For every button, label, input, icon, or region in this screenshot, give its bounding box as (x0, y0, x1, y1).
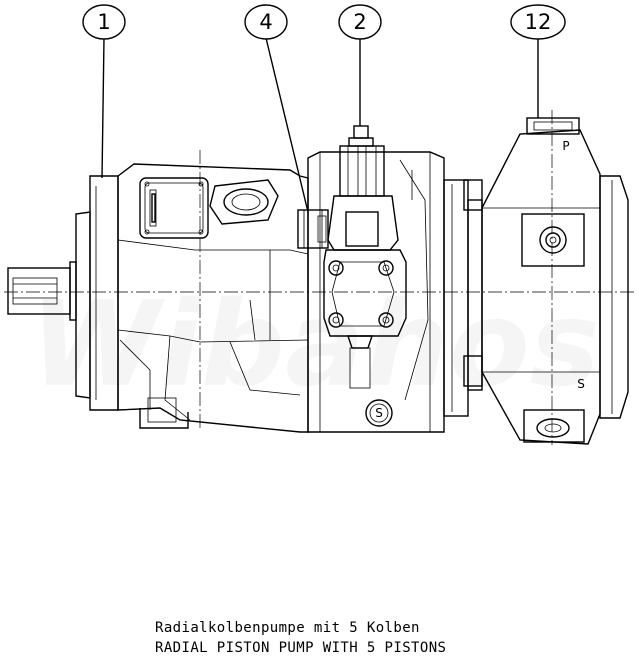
callout-4: 4 (244, 4, 309, 213)
caption-german: Radialkolbenpumpe mit 5 Kolben (155, 620, 420, 636)
pressure-port-label: P (562, 139, 569, 153)
callout-12: 12 (510, 4, 566, 118)
callout-1: 1 (82, 4, 126, 179)
callout-1-label: 1 (97, 10, 110, 34)
housing-port-boss (209, 179, 279, 225)
pump-item-12: P S (481, 117, 629, 445)
suction-plug-label: S (375, 406, 383, 420)
fitting-item-4 (297, 209, 329, 249)
valve-housing (307, 151, 445, 433)
callout-12-label: 12 (525, 10, 552, 34)
suction-port-label: S (577, 377, 585, 391)
caption-english: RADIAL PISTON PUMP WITH 5 PISTONS (155, 640, 447, 656)
callout-4-label: 4 (259, 10, 272, 34)
drive-shaft (7, 261, 77, 321)
watermark: Wibahos (30, 275, 600, 413)
nameplate (139, 177, 209, 239)
pressure-valve-item-2 (323, 125, 407, 389)
callout-2-label: 2 (353, 10, 366, 34)
callout-2: 2 (338, 4, 382, 126)
suction-plug: S (365, 399, 393, 427)
